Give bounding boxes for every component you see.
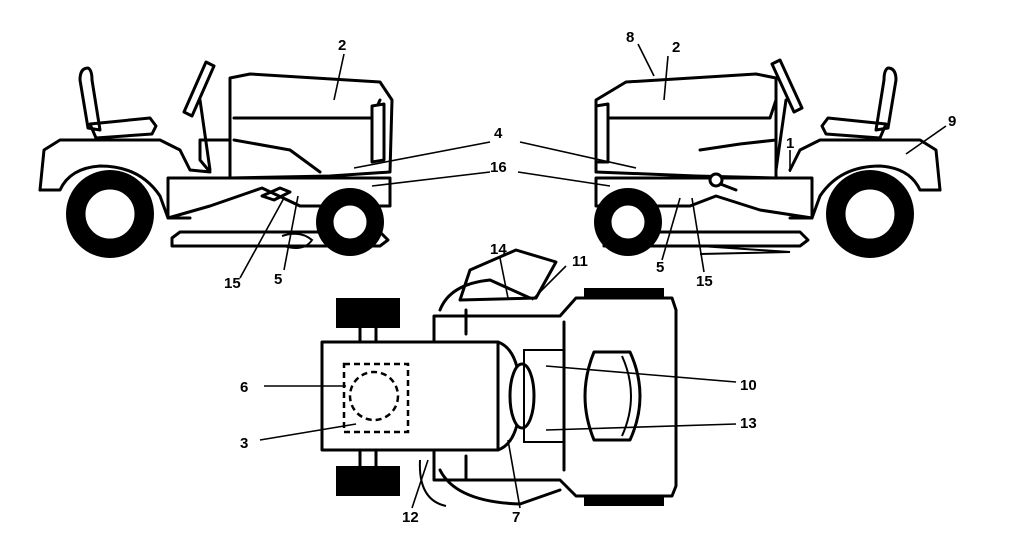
front-axle	[358, 326, 378, 468]
callout-16: 16	[490, 159, 507, 176]
rear-wheel-top	[584, 288, 664, 298]
headlight	[370, 102, 386, 164]
deck-belt	[699, 245, 791, 255]
hood-side-line	[232, 138, 322, 174]
seat-back	[874, 66, 898, 132]
discharge-chute	[458, 248, 558, 302]
hood-crease	[604, 98, 778, 120]
seat-back	[78, 66, 102, 132]
rear-fender-lower	[38, 164, 192, 220]
steering-column	[774, 98, 788, 172]
callout-8: 8	[626, 29, 634, 46]
steering-wheel	[182, 60, 216, 118]
body-top	[432, 296, 678, 498]
callout-4: 4	[494, 125, 503, 142]
tractor-top-view	[320, 248, 678, 507]
rear-fender-lower	[788, 164, 942, 220]
rear-wheel-hub	[842, 186, 898, 242]
front-wheel-hub	[608, 202, 648, 242]
hood-top	[320, 340, 500, 452]
callout-5-left: 5	[274, 271, 282, 288]
tractor-right-side-view	[594, 58, 942, 258]
callout-5-right: 5	[656, 259, 664, 276]
deck-lift-lever	[260, 186, 292, 202]
steering-column	[198, 98, 212, 172]
front-wheel-bottom	[336, 466, 400, 496]
seat-top	[583, 350, 642, 442]
callout-9: 9	[948, 113, 956, 130]
callout-10: 10	[740, 377, 757, 394]
hood	[594, 72, 778, 180]
hood-side-line	[698, 138, 778, 152]
headlight	[594, 102, 610, 164]
callout-13: 13	[740, 415, 757, 432]
dash-console	[508, 362, 536, 430]
lever-knob	[708, 172, 724, 188]
rear-wheel-hub	[82, 186, 138, 242]
callout-6: 6	[240, 379, 248, 396]
callout-2-left: 2	[338, 37, 346, 54]
callout-15-left: 15	[224, 275, 241, 292]
mower-deck	[170, 230, 390, 248]
front-wheel-hub	[330, 202, 370, 242]
rear-wheel-bottom	[584, 496, 664, 506]
hood-crease	[232, 98, 382, 120]
callout-1: 1	[786, 135, 794, 152]
callout-2-right: 2	[672, 39, 680, 56]
callout-15-right: 15	[696, 273, 713, 290]
callout-7: 7	[512, 509, 520, 526]
mower-deck-outline	[438, 278, 562, 506]
engine-area	[342, 362, 410, 434]
steering-wheel	[770, 58, 804, 114]
callout-12: 12	[402, 509, 419, 526]
seat-cushion	[88, 116, 158, 140]
deck-belt	[281, 232, 314, 249]
seat-cushion	[820, 116, 888, 140]
rear-fender	[788, 138, 942, 192]
hose	[418, 459, 447, 507]
front-wheel-top	[336, 298, 400, 328]
seat-back-edge	[621, 355, 632, 437]
tractor-left-side-view	[38, 60, 394, 258]
leader-lines	[239, 43, 947, 509]
rear-fender	[38, 138, 232, 192]
callout-3: 3	[240, 435, 248, 452]
callout-11: 11	[572, 253, 588, 270]
callout-14: 14	[490, 241, 507, 258]
callout-labels: 2 4 16 15 5 8 2 1 9 5 15 14 11 6 3 12 7 …	[224, 29, 956, 526]
hood	[228, 72, 394, 180]
fuel-cap-area	[348, 370, 400, 422]
